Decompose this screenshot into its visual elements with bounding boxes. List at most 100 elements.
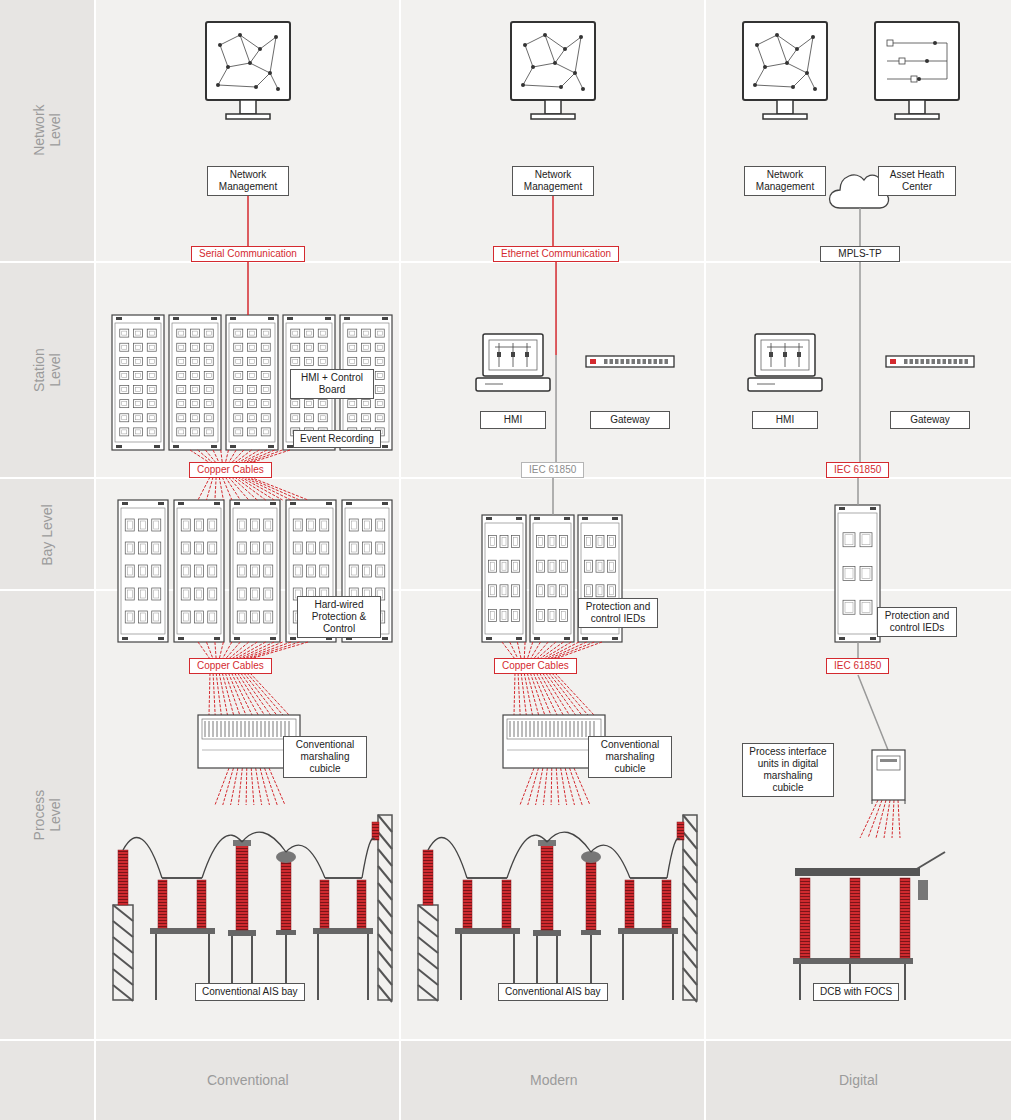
monitor-icon <box>274 35 278 39</box>
cabinet <box>320 519 329 531</box>
cabinet <box>377 416 382 420</box>
cabinet <box>362 400 371 408</box>
connector <box>555 355 557 462</box>
monitor-icon <box>240 35 250 63</box>
cabinet <box>236 430 241 434</box>
cabinet <box>362 343 371 351</box>
cabinet <box>363 542 372 554</box>
monitor-icon <box>270 37 276 73</box>
cabinet <box>500 560 508 572</box>
copper-cable-bundle <box>241 642 283 659</box>
cabinet <box>482 515 526 642</box>
monitor-icon <box>559 85 563 89</box>
cabinet <box>250 430 255 434</box>
monitor-icon <box>925 59 929 63</box>
cabinet <box>239 590 244 598</box>
cabinet <box>598 562 602 570</box>
cabinet <box>177 414 186 422</box>
copper-cable-bundle <box>551 768 553 805</box>
ais-bay-illustration <box>113 937 133 953</box>
cabinet <box>141 544 146 552</box>
monitor-icon <box>563 47 567 51</box>
ais-bay-illustration <box>113 985 133 1001</box>
marshaling-cubicle <box>558 721 559 737</box>
node-text: HMI + Control Board <box>297 372 367 396</box>
copper-cable-bundle <box>536 768 543 805</box>
cabinet <box>134 343 143 351</box>
cabinet <box>193 345 198 349</box>
cabinet <box>291 357 300 365</box>
copper-cable-bundle <box>540 673 564 715</box>
gateway-device <box>586 356 674 367</box>
cabinet <box>158 502 164 505</box>
cabinet <box>537 585 545 597</box>
cabinet <box>152 542 161 554</box>
cabinet <box>482 515 526 642</box>
monitor-icon <box>561 73 575 87</box>
cabinet <box>122 402 127 406</box>
cabinet <box>149 388 154 392</box>
node-text: Protection and control IEDs <box>585 601 651 625</box>
ais-bay-illustration <box>378 866 392 883</box>
node-text: IEC 61850 <box>834 660 881 672</box>
cabinet <box>489 585 497 597</box>
link-tag: Copper Cables <box>494 658 577 674</box>
cabinet <box>173 317 179 320</box>
marshaling-cubicle <box>205 721 206 737</box>
cabinet <box>248 329 257 337</box>
cabinet <box>843 567 855 581</box>
ais-bay-illustration <box>197 880 206 928</box>
marshaling-cubicle <box>213 721 214 737</box>
cabinet <box>502 611 506 619</box>
cabinet <box>239 521 244 529</box>
cabinet <box>486 637 492 640</box>
cabinet <box>376 565 385 577</box>
background-grid <box>0 0 95 1120</box>
monitor-icon <box>777 100 793 114</box>
cabinet <box>208 611 217 623</box>
connector <box>247 196 249 246</box>
marshaling-cubicle <box>534 721 535 737</box>
cabinet <box>516 517 522 520</box>
ais-bay-illustration <box>683 883 697 900</box>
cabinet <box>377 345 382 349</box>
cabinet <box>348 357 357 365</box>
cabinet <box>264 565 273 577</box>
node-text: Protection and control IEDs <box>884 610 950 634</box>
ais-bay-illustration <box>162 877 202 879</box>
cabinet <box>835 505 880 642</box>
monitor-icon <box>256 73 270 87</box>
cabinet <box>305 343 314 351</box>
node-text: Ethernet Communication <box>501 248 611 260</box>
cable-line <box>552 478 554 515</box>
cabinet <box>860 567 872 581</box>
marshaling-cubicle <box>594 721 595 737</box>
cabinet <box>193 430 198 434</box>
cabinet <box>149 331 154 335</box>
copper-cable-bundle <box>549 642 587 659</box>
cabinet <box>320 402 325 406</box>
cabinet <box>169 315 221 450</box>
marshaling-cubicle <box>202 719 296 739</box>
hmi-computer <box>748 334 822 391</box>
cabinet <box>181 565 190 577</box>
cabinet <box>122 373 127 377</box>
ais-bay-illustration <box>418 937 438 953</box>
cabinet <box>305 329 314 337</box>
copper-cable-bundle <box>524 673 532 715</box>
cabinet <box>248 428 257 436</box>
cabinet <box>210 590 215 598</box>
cabinet <box>214 502 220 505</box>
ais-bay-illustration <box>467 877 507 879</box>
cabinet <box>120 329 129 337</box>
label-box: Network Management <box>744 166 826 196</box>
copper-cable-bundle <box>514 673 594 715</box>
marshaling-cubicle <box>518 721 519 737</box>
marshaling-cubicle <box>209 721 210 737</box>
cabinet <box>514 611 518 619</box>
copper-cable-bundle <box>524 642 526 659</box>
cabinet <box>610 562 614 570</box>
marshaling-cubicle <box>586 721 587 737</box>
